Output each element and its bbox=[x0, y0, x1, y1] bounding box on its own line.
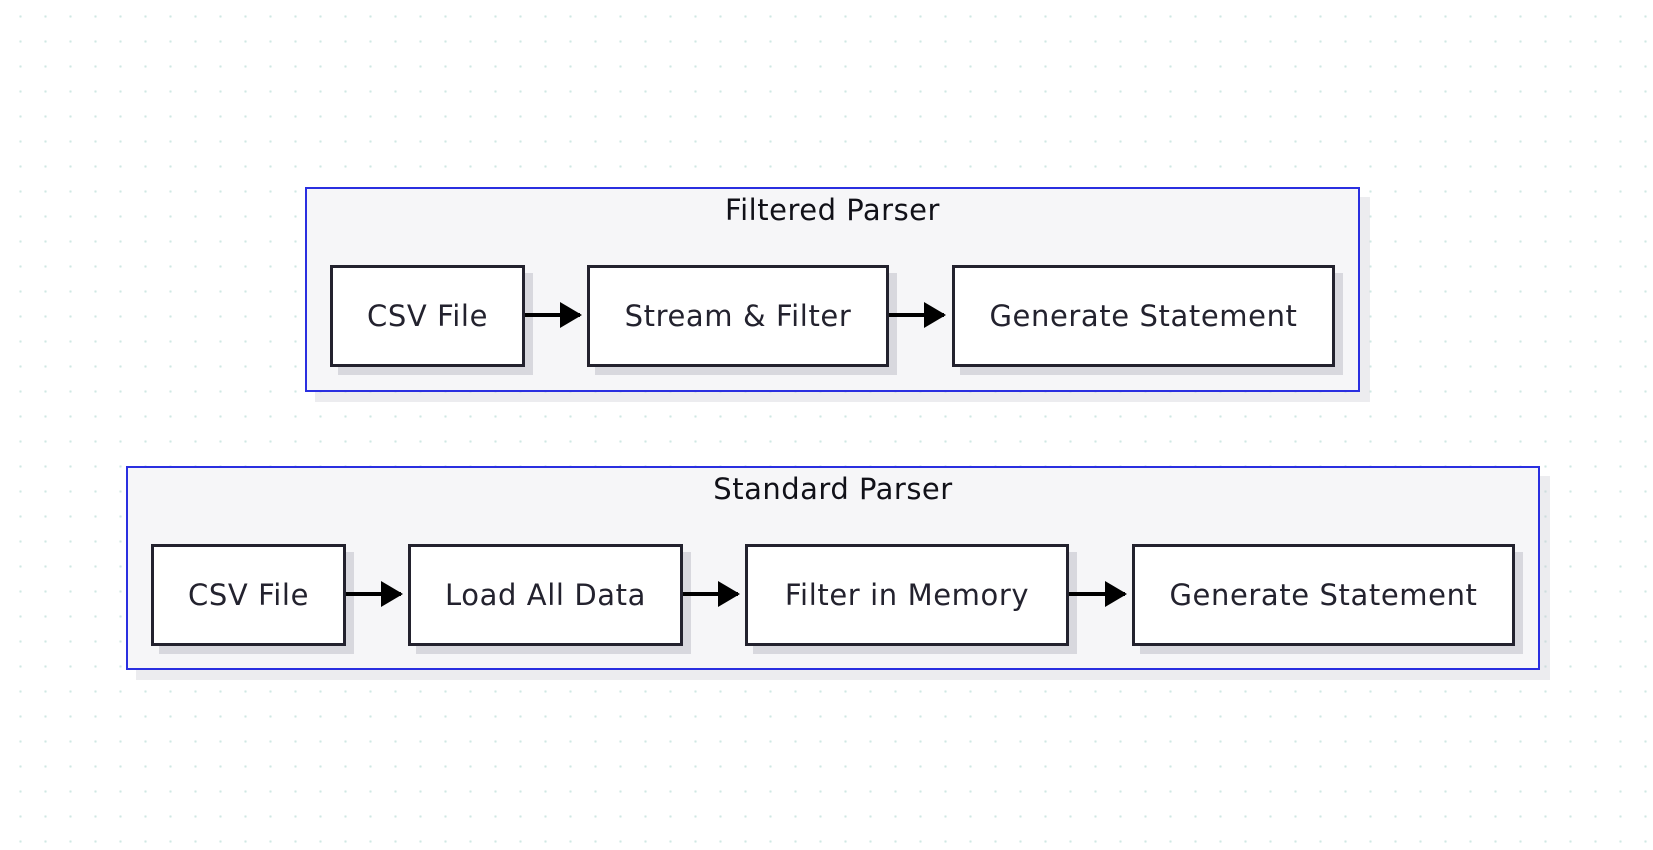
node-csv-file: CSV File bbox=[151, 544, 346, 646]
arrow-connector bbox=[889, 302, 946, 328]
node-load-all-data: Load All Data bbox=[408, 544, 683, 646]
group-title: Filtered Parser bbox=[725, 193, 940, 227]
arrow-connector bbox=[346, 581, 403, 607]
arrow-connector bbox=[525, 302, 582, 328]
arrow-connector bbox=[683, 581, 740, 607]
node-generate-statement: Generate Statement bbox=[952, 265, 1335, 367]
node-stream-filter: Stream & Filter bbox=[587, 265, 889, 367]
node-filter-in-memory: Filter in Memory bbox=[745, 544, 1069, 646]
node-generate-statement: Generate Statement bbox=[1132, 544, 1515, 646]
arrow-connector bbox=[1069, 581, 1127, 607]
group-title: Standard Parser bbox=[713, 472, 953, 506]
node-csv-file: CSV File bbox=[330, 265, 525, 367]
